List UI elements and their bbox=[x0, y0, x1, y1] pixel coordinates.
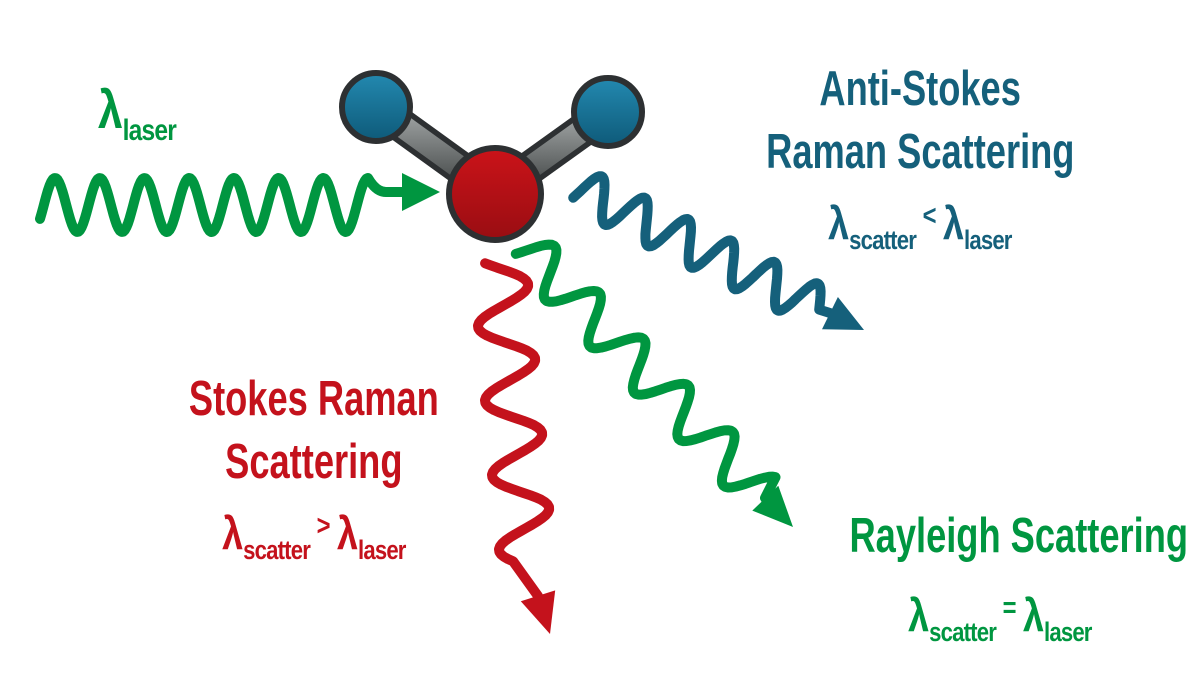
incident-laser-label: λlaser bbox=[98, 83, 193, 157]
stokes-title-line2: Scattering bbox=[225, 435, 403, 489]
comparison-operator: > bbox=[316, 510, 331, 542]
lambda-symbol: λ bbox=[98, 80, 123, 140]
lambda-symbol: λ bbox=[222, 507, 244, 559]
lambda-subscript: scatter bbox=[849, 225, 917, 255]
lambda-symbol: λ bbox=[943, 197, 965, 249]
stokes-formula: λscatter>λlaser bbox=[124, 500, 504, 576]
anti-stokes-title-line2: Raman Scattering bbox=[765, 125, 1075, 179]
anti-stokes-label: Anti-Stokes Raman Scattering λscatter<λl… bbox=[690, 58, 1150, 266]
oxygen-atom bbox=[446, 145, 544, 243]
lambda-subscript: scatter bbox=[929, 617, 997, 647]
stokes-label: Stokes Raman Scattering λscatter>λlaser bbox=[124, 368, 504, 576]
rayleigh-label: Rayleigh Scattering λscatter=λlaser bbox=[790, 505, 1194, 658]
anti-stokes-arrowhead bbox=[822, 297, 864, 330]
lambda-symbol: λ bbox=[337, 507, 359, 559]
anti-stokes-title-line1: Anti-Stokes bbox=[819, 62, 1021, 116]
lambda-subscript: laser bbox=[964, 225, 1012, 255]
lambda-symbol: λ bbox=[828, 197, 850, 249]
rayleigh-formula: λscatter=λlaser bbox=[790, 582, 1194, 658]
anti-stokes-wave bbox=[568, 171, 835, 318]
lambda-symbol: λ bbox=[908, 589, 930, 641]
rayleigh-title: Rayleigh Scattering bbox=[849, 509, 1188, 563]
hydrogen-atom-left bbox=[339, 70, 413, 144]
stokes-title-line1: Stokes Raman bbox=[189, 372, 439, 426]
incident-laser-arrowhead bbox=[402, 173, 440, 211]
comparison-operator: < bbox=[922, 200, 937, 232]
lambda-symbol: λ bbox=[1023, 589, 1045, 641]
hydrogen-atom-right bbox=[571, 75, 645, 149]
lambda-subscript: laser bbox=[1044, 617, 1092, 647]
lambda-subscript: laser bbox=[122, 114, 177, 147]
rayleigh-arrowhead bbox=[752, 485, 793, 527]
incident-laser-wave bbox=[35, 173, 407, 237]
stokes-arrowhead bbox=[520, 590, 556, 634]
comparison-operator: = bbox=[1002, 592, 1017, 624]
molecule bbox=[339, 70, 645, 243]
stokes-wave bbox=[473, 258, 555, 601]
rayleigh-wave bbox=[510, 239, 781, 503]
lambda-subscript: scatter bbox=[243, 535, 311, 565]
lambda-subscript: laser bbox=[358, 535, 406, 565]
anti-stokes-formula: λscatter<λlaser bbox=[690, 190, 1150, 266]
